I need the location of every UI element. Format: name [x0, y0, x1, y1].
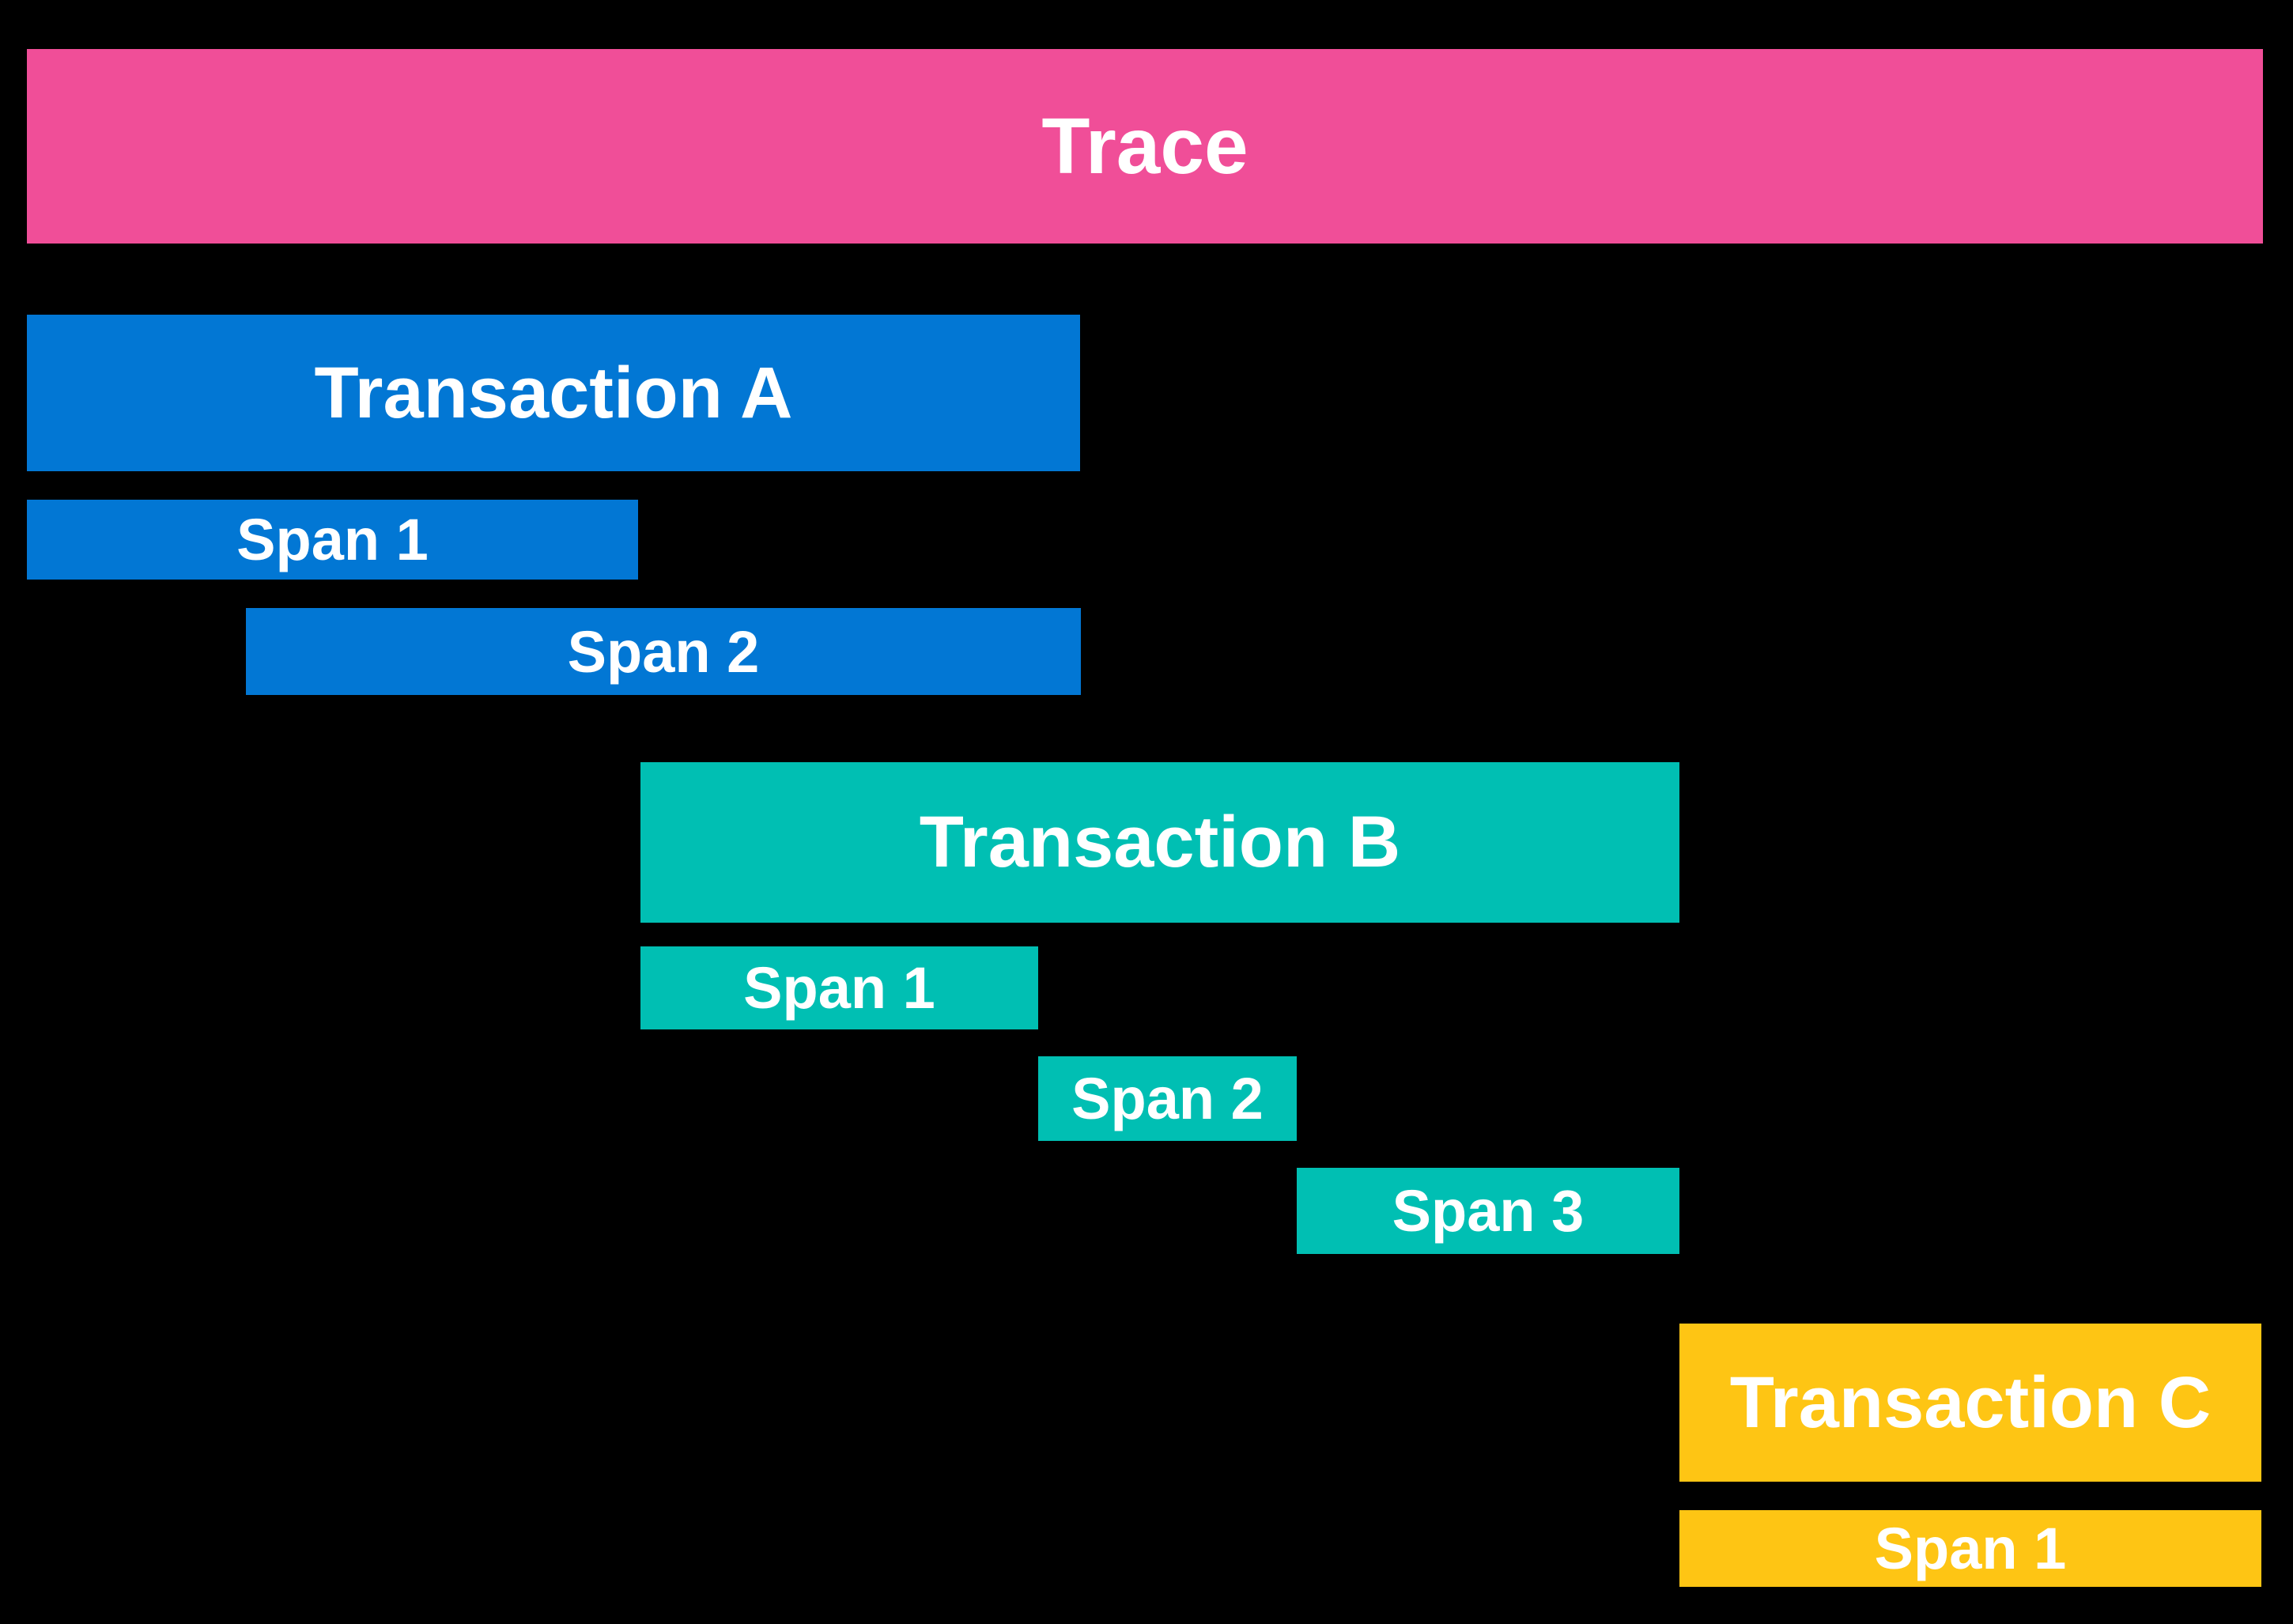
transaction-c-span-1-label: Span 1: [1874, 1516, 2067, 1581]
transaction-b-span-1-label: Span 1: [743, 955, 935, 1021]
trace-bar: Trace: [27, 49, 2263, 244]
transaction-a-label: Transaction A: [314, 352, 793, 433]
transaction-a-span-2-label: Span 2: [567, 618, 760, 685]
transaction-c-span-1-bar: Span 1: [1679, 1510, 2261, 1587]
transaction-c-bar: Transaction C: [1679, 1324, 2261, 1482]
transaction-b-span-3-label: Span 3: [1392, 1178, 1585, 1244]
transaction-a-bar: Transaction A: [27, 315, 1080, 471]
transaction-b-bar: Transaction B: [640, 762, 1679, 923]
transaction-a-span-1-bar: Span 1: [27, 500, 638, 580]
transaction-b-label: Transaction B: [919, 802, 1401, 882]
transaction-a-span-2-bar: Span 2: [246, 608, 1081, 695]
transaction-b-span-2-label: Span 2: [1071, 1066, 1264, 1131]
trace-label: Trace: [1041, 101, 1248, 191]
transaction-b-span-1-bar: Span 1: [640, 946, 1038, 1029]
transaction-b-span-3-bar: Span 3: [1297, 1168, 1679, 1254]
transaction-c-label: Transaction C: [1729, 1362, 2212, 1443]
transaction-a-span-1-label: Span 1: [236, 507, 429, 572]
transaction-b-span-2-bar: Span 2: [1038, 1056, 1297, 1141]
